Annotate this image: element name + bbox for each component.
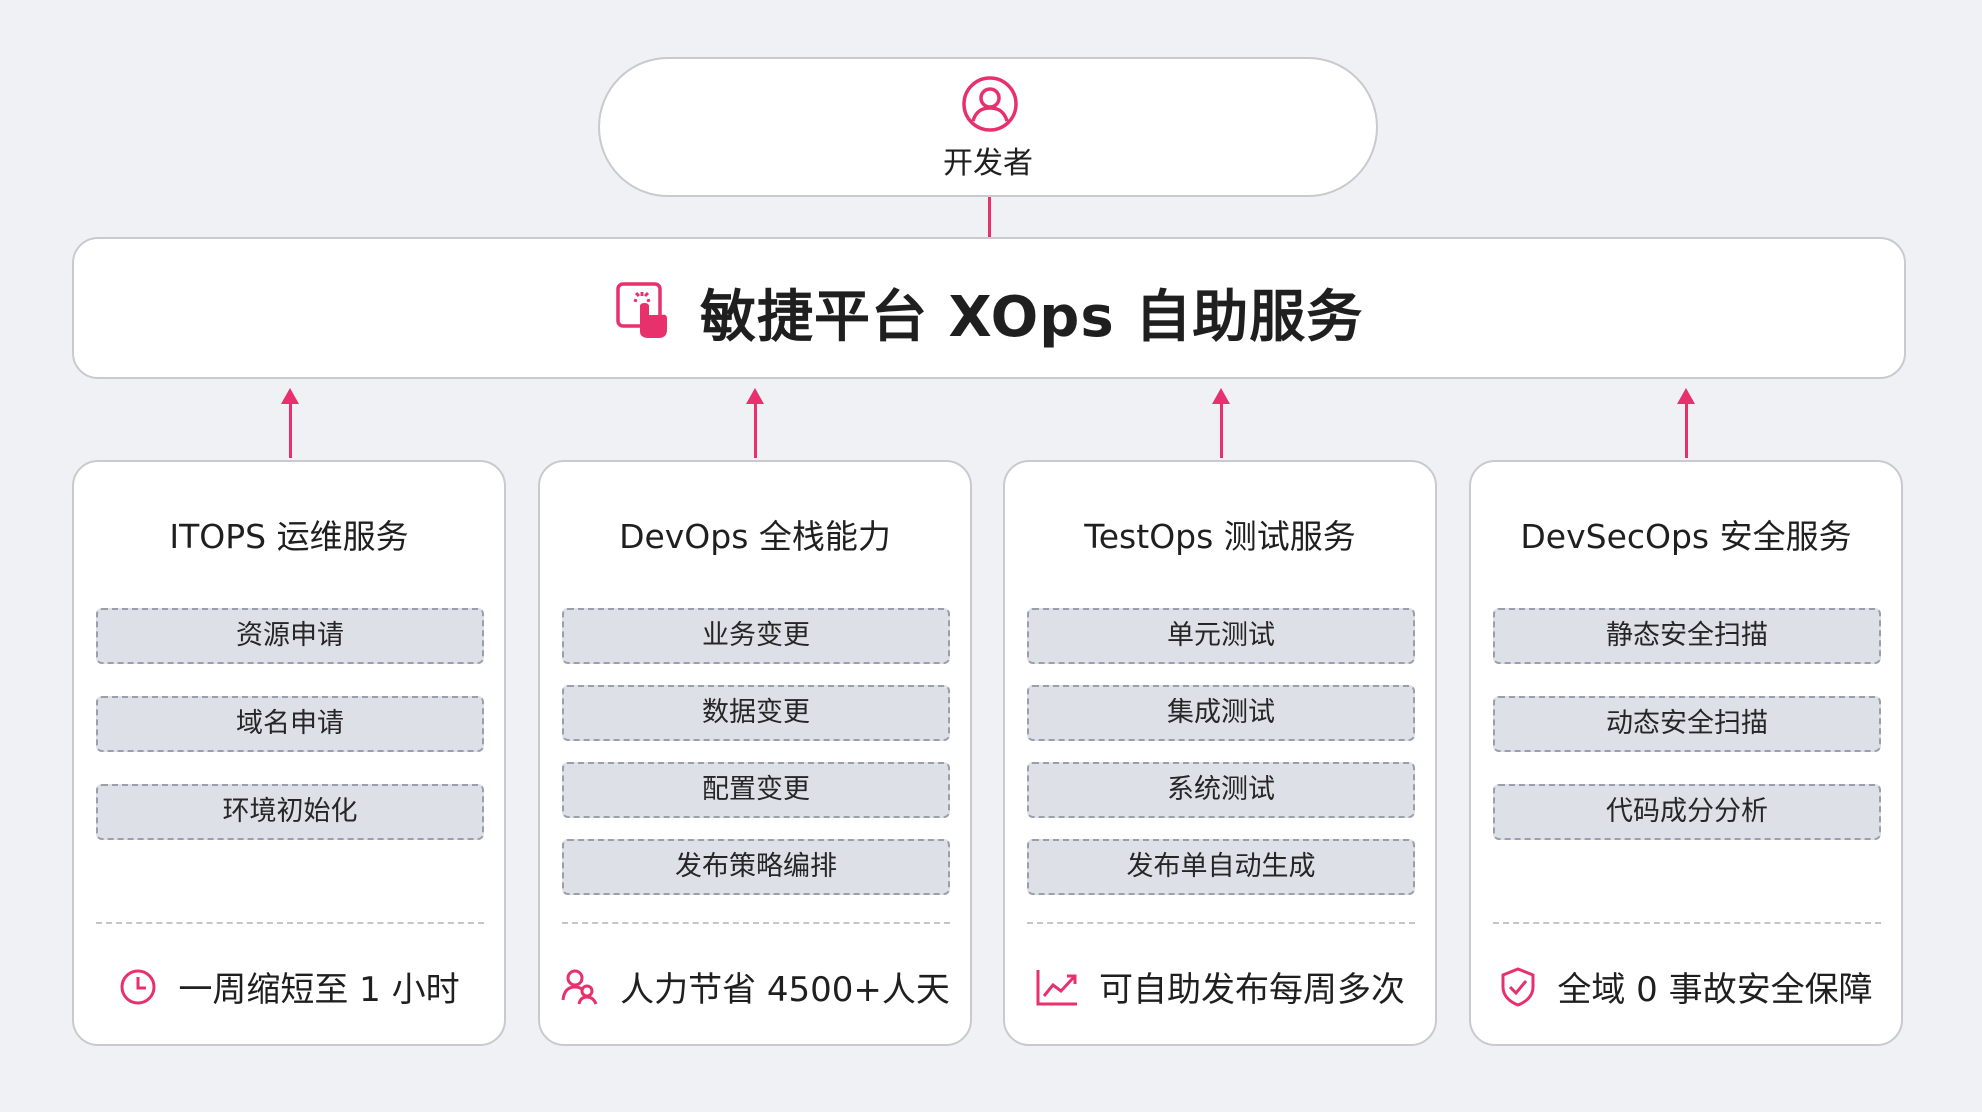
card-title: DevOps 全栈能力 xyxy=(619,517,891,556)
arrow-head xyxy=(1212,388,1230,404)
service-item: 系统测试 xyxy=(1027,762,1415,818)
developer-label: 开发者 xyxy=(943,146,1033,181)
divider xyxy=(96,922,484,924)
arrow-head xyxy=(1677,388,1695,404)
arrow-head xyxy=(746,388,764,404)
arrow-line xyxy=(289,394,292,458)
service-item: 域名申请 xyxy=(96,696,484,752)
metric-text: 一周缩短至 1 小时 xyxy=(178,970,460,1010)
metric-text: 可自助发布每周多次 xyxy=(1099,970,1405,1010)
metric-text: 人力节省 4500+人天 xyxy=(620,970,950,1010)
card-title: DevSecOps 安全服务 xyxy=(1520,517,1852,556)
arrow-head xyxy=(281,388,299,404)
shield-check-icon xyxy=(1501,966,1535,1007)
platform-title: 敏捷平台 XOps 自助服务 xyxy=(700,285,1364,350)
service-item: 资源申请 xyxy=(96,608,484,664)
divider xyxy=(1027,922,1415,924)
divider xyxy=(1493,922,1881,924)
divider xyxy=(562,922,950,924)
metric: 人力节省 4500+人天 xyxy=(540,962,970,1011)
card-devsecops: DevSecOps 安全服务 静态安全扫描 动态安全扫描 代码成分分析 全域 0… xyxy=(1469,460,1903,1046)
service-item: 发布策略编排 xyxy=(562,839,950,895)
service-item: 集成测试 xyxy=(1027,685,1415,741)
service-item: 动态安全扫描 xyxy=(1493,696,1881,752)
metric: 全域 0 事故安全保障 xyxy=(1471,962,1901,1011)
service-item: 数据变更 xyxy=(562,685,950,741)
card-title: ITOPS 运维服务 xyxy=(169,517,409,556)
card-testops: TestOps 测试服务 单元测试 集成测试 系统测试 发布单自动生成 可自助发… xyxy=(1003,460,1437,1046)
platform-bar xyxy=(72,237,1906,379)
metric-text: 全域 0 事故安全保障 xyxy=(1557,970,1873,1010)
service-item: 发布单自动生成 xyxy=(1027,839,1415,895)
clock-icon xyxy=(120,969,156,1004)
connector-line xyxy=(988,197,991,237)
card-title: TestOps 测试服务 xyxy=(1084,517,1356,556)
service-item: 业务变更 xyxy=(562,608,950,664)
arrow-line xyxy=(754,394,757,458)
metric: 一周缩短至 1 小时 xyxy=(74,962,504,1011)
touch-screen-icon xyxy=(616,282,667,338)
metric: 可自助发布每周多次 xyxy=(1005,962,1435,1011)
developer-box xyxy=(598,57,1378,197)
service-item: 单元测试 xyxy=(1027,608,1415,664)
arrow-line xyxy=(1685,394,1688,458)
card-devops: DevOps 全栈能力 业务变更 数据变更 配置变更 发布策略编排 人力节省 4… xyxy=(538,460,972,1046)
user-circle-icon xyxy=(962,76,1018,132)
card-itops: ITOPS 运维服务 资源申请 域名申请 环境初始化 一周缩短至 1 小时 xyxy=(72,460,506,1046)
service-item: 配置变更 xyxy=(562,762,950,818)
service-item: 代码成分分析 xyxy=(1493,784,1881,840)
trend-chart-icon xyxy=(1036,969,1077,1005)
people-icon xyxy=(561,969,598,1005)
arrow-line xyxy=(1220,394,1223,458)
service-item: 环境初始化 xyxy=(96,784,484,840)
service-item: 静态安全扫描 xyxy=(1493,608,1881,664)
